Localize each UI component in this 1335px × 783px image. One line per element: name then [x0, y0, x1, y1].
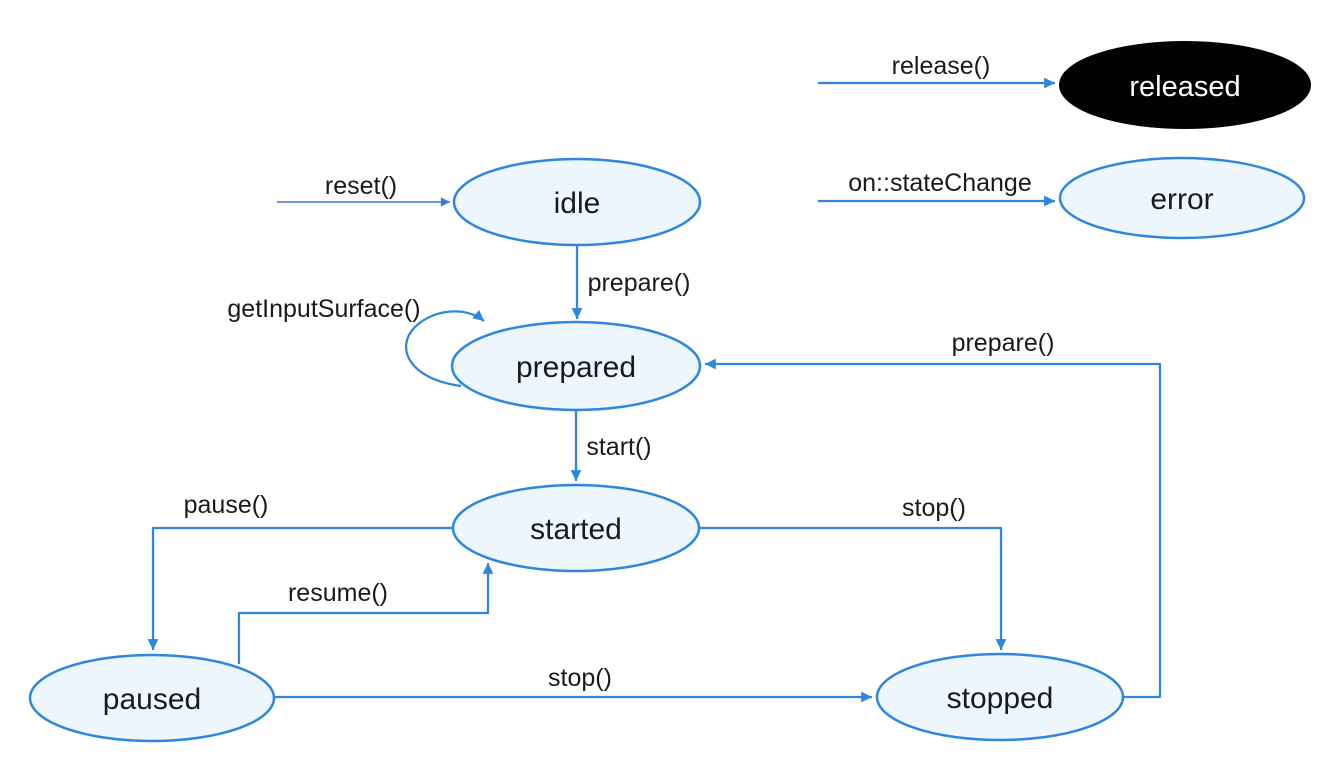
state-ellipse-prepared: [450, 320, 702, 412]
state-node-released: released: [1059, 41, 1311, 129]
edge-label-prepare-from-stopped: prepare(): [952, 329, 1055, 357]
edge-label-release: release(): [892, 52, 991, 80]
state-label-paused: paused: [103, 683, 201, 716]
edge-pause: [147, 526, 453, 650]
state-ellipse-started: [451, 483, 701, 573]
state-label-stopped: stopped: [947, 682, 1054, 715]
edge-labels: reset() release() on::stateChange prepar…: [184, 52, 1055, 692]
edge-label-start: start(): [586, 433, 651, 461]
state-node-prepared: prepared: [450, 320, 702, 412]
edge-get-input-surface: [405, 309, 485, 388]
state-node-idle: idle: [452, 157, 702, 247]
state-ellipse-released: [1059, 41, 1311, 129]
state-ellipse-stopped: [875, 652, 1125, 742]
edge-label-stop-from-paused: stop(): [548, 664, 612, 692]
edge-label-pause: pause(): [184, 491, 269, 519]
edge-label-resume: resume(): [288, 579, 388, 607]
edge-label-reset: reset(): [325, 172, 397, 200]
state-node-stopped: stopped: [875, 652, 1125, 742]
state-label-prepared: prepared: [516, 351, 636, 384]
state-ellipse-error: [1058, 156, 1306, 240]
edge-label-state-change: on::stateChange: [848, 169, 1031, 197]
state-ellipse-paused: [28, 653, 276, 743]
state-node-error: error: [1058, 156, 1306, 240]
edge-resume: [237, 563, 494, 664]
edge-label-get-input-surface: getInputSurface(): [227, 295, 420, 323]
edge-prepare-from-stopped: [705, 358, 1162, 699]
edge-stop-from-started: [699, 526, 1007, 650]
state-label-started: started: [530, 513, 622, 546]
state-label-idle: idle: [554, 187, 601, 220]
edges: [147, 77, 1162, 703]
edge-label-prepare: prepare(): [588, 269, 691, 297]
state-label-error: error: [1150, 183, 1213, 216]
edge-label-stop-from-started: stop(): [902, 494, 966, 522]
state-label-released: released: [1129, 71, 1240, 103]
state-ellipse-idle: [452, 157, 702, 247]
state-node-paused: paused: [28, 653, 276, 743]
state-node-started: started: [451, 483, 701, 573]
